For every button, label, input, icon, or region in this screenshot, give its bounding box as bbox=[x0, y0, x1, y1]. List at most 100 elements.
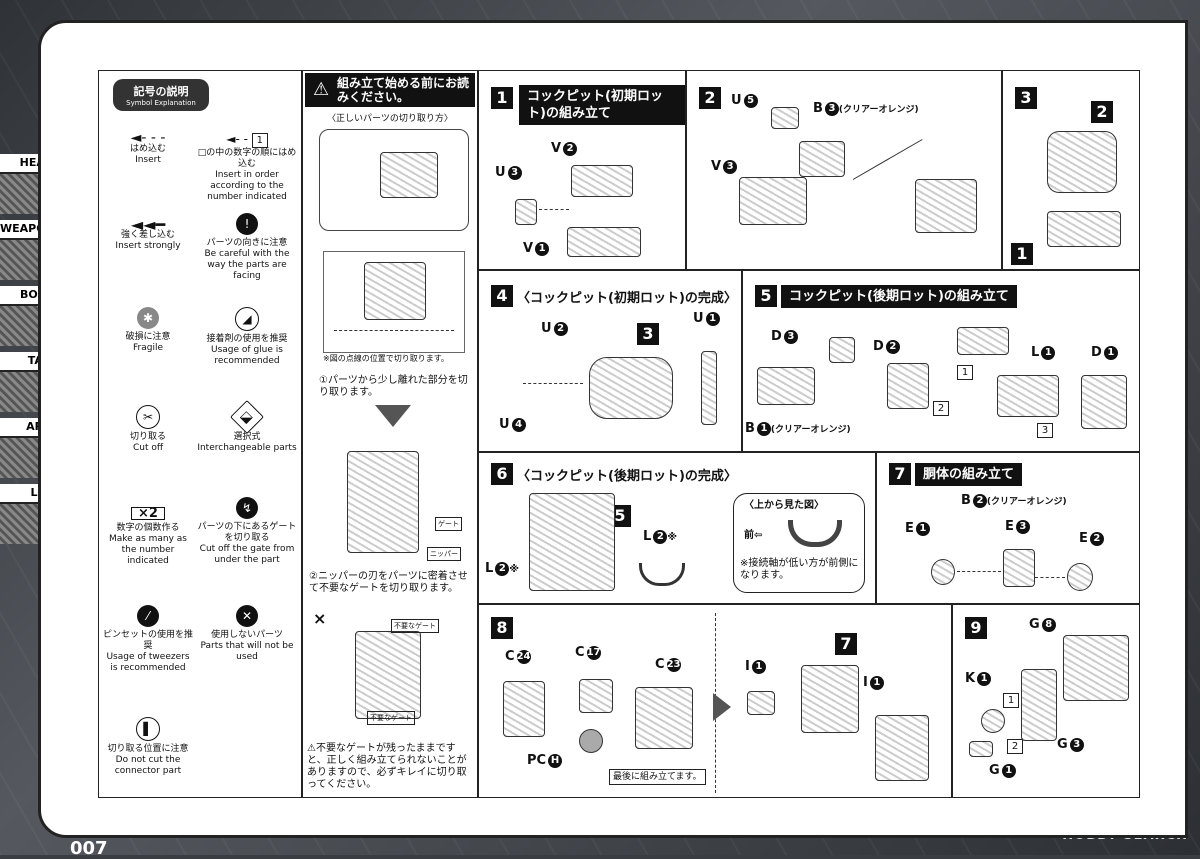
step-5-order-2: 2 bbox=[933, 401, 949, 416]
step-3-label-1: 1 bbox=[1011, 243, 1033, 265]
step-7-part-e1 bbox=[931, 559, 955, 585]
step-5-canopy bbox=[957, 327, 1009, 355]
bad-gate-label-1: 不要なゲート bbox=[391, 619, 439, 633]
step-4-arrow bbox=[523, 383, 583, 384]
step-1-part-v2 bbox=[571, 165, 633, 197]
symbol-insert-en: Insert bbox=[135, 155, 161, 165]
step-9-body bbox=[1021, 669, 1057, 741]
cut-part bbox=[364, 262, 426, 320]
before-subtitle: 〈正しいパーツの切り取り方〉 bbox=[327, 114, 453, 124]
symbol-facing-jp: パーツの向きに注意 bbox=[206, 238, 288, 248]
symbol-gate-en: Cut off the gate from under the part bbox=[199, 544, 295, 565]
step-4-cockpit bbox=[589, 357, 673, 419]
step-8-label-7: 7 bbox=[835, 633, 857, 655]
step-9-part-g1 bbox=[969, 741, 993, 757]
step-6-callout: 〈上から見た図〉 前⇦ ※接続軸が低い方が前側になります。 bbox=[733, 493, 865, 593]
step-5-title: コックピット(後期ロット)の組み立て bbox=[781, 285, 1017, 308]
step-1-part-v1 bbox=[567, 227, 641, 257]
symbol-tweezers-jp: ピンセットの使用を推奨 bbox=[103, 630, 194, 651]
step-8-part-i1 bbox=[747, 691, 775, 715]
symbol-unused: ✕ 使用しないパーツ Parts that will not be used bbox=[195, 605, 299, 663]
symbol-strong-jp: 強く差し込む bbox=[120, 230, 175, 240]
symbol-choice-jp: 選択式 bbox=[233, 432, 261, 442]
warning-small-icon: ⚠ bbox=[307, 743, 316, 754]
step-1-part-u3 bbox=[515, 199, 537, 225]
gate-part bbox=[347, 451, 419, 553]
symbol-tweezers: ⁄ ピンセットの使用を推奨 Usage of tweezers is recom… bbox=[103, 605, 193, 674]
nipper-label: ニッパー bbox=[427, 547, 461, 561]
x-icon: ✕ bbox=[236, 605, 258, 627]
step-7-title: 胴体の組み立て bbox=[915, 463, 1023, 486]
step-6-title: 〈コックピット(後期ロット)の完成〉 bbox=[517, 469, 737, 484]
step-2-number: 2 bbox=[699, 87, 721, 109]
symbol-unused-en: Parts that will not be used bbox=[200, 641, 294, 662]
step-9-order-2: 2 bbox=[1007, 739, 1023, 754]
symbol-choice: ◪ 選択式 Interchangeable parts bbox=[195, 400, 299, 454]
runner-part bbox=[380, 152, 438, 198]
bad-example-mark: × bbox=[313, 609, 327, 628]
before-step1: ①パーツから少し離れた部分を切り取ります。 bbox=[319, 375, 468, 398]
symbol-order-en: Insert in order according to the number … bbox=[207, 170, 287, 202]
step-3-number: 3 bbox=[1015, 87, 1037, 109]
step-4-number: 4 bbox=[491, 285, 513, 307]
symbol-x2: ×2 数字の個数作る Make as many as the number in… bbox=[103, 507, 193, 567]
step-3-label-2: 2 bbox=[1091, 101, 1113, 123]
step-1-number: 1 bbox=[491, 87, 513, 109]
step-5-number: 5 bbox=[755, 285, 777, 307]
symbol-glue-en: Usage of glue is recommended bbox=[211, 345, 283, 366]
step-5-part-b1 bbox=[757, 367, 815, 405]
step-5-part-d2 bbox=[887, 363, 929, 409]
symbol-cut-en: Cut off bbox=[132, 443, 164, 453]
tweezers-icon: ⁄ bbox=[137, 605, 159, 627]
symbol-glue-jp: 接着剤の使用を推奨 bbox=[206, 334, 288, 344]
exclamation-icon: ! bbox=[236, 213, 258, 235]
step-8-part-c17 bbox=[579, 679, 613, 713]
symbol-facing-en: Be careful with the way the parts are fa… bbox=[204, 249, 290, 281]
symbol-cut-position: ▌ 切り取る位置に注意 Do not cut the connector par… bbox=[103, 717, 193, 777]
symbol-x2-en: Make as many as the number indicated bbox=[108, 534, 187, 566]
runner-illustration bbox=[319, 129, 469, 231]
right-arrow-icon bbox=[713, 693, 731, 721]
step-5-part-l1 bbox=[997, 375, 1059, 417]
symbol-strong: ◄◄━ 強く差し込む Insert strongly bbox=[103, 217, 193, 252]
symbol-choice-en: Interchangeable parts bbox=[197, 443, 297, 453]
step-7-arrow-1 bbox=[957, 571, 1001, 572]
before-header: ⚠ 組み立て始める前にお読みください。 bbox=[305, 73, 475, 107]
step-6-number: 6 bbox=[491, 463, 513, 485]
arrow-left-outline-icon: ⇦ bbox=[754, 530, 763, 541]
broken-icon: ✱ bbox=[137, 307, 159, 329]
step-8-number: 8 bbox=[491, 617, 513, 639]
before-warning: ⚠不要なゲートが残ったままですと、正しく組み立てられないことがありますので、必ず… bbox=[307, 743, 473, 791]
symbol-insert-jp: はめ込む bbox=[129, 144, 166, 154]
step-6-callout-title: 〈上から見た図〉 bbox=[744, 500, 824, 511]
symbol-facing: ! パーツの向きに注意 Be careful with the way the … bbox=[195, 213, 299, 282]
gate-icon: ↯ bbox=[236, 497, 258, 519]
down-arrow-icon bbox=[375, 405, 411, 427]
symbol-cut-position-en: Do not cut the connector part bbox=[114, 755, 182, 776]
step-2-part-v3 bbox=[739, 177, 807, 225]
step-3-cockpit bbox=[1047, 211, 1121, 247]
symbol-title-en: Symbol Explanation bbox=[126, 99, 196, 107]
cut-line-illustration bbox=[323, 251, 465, 353]
step-9-order-1: 1 bbox=[1003, 693, 1019, 708]
